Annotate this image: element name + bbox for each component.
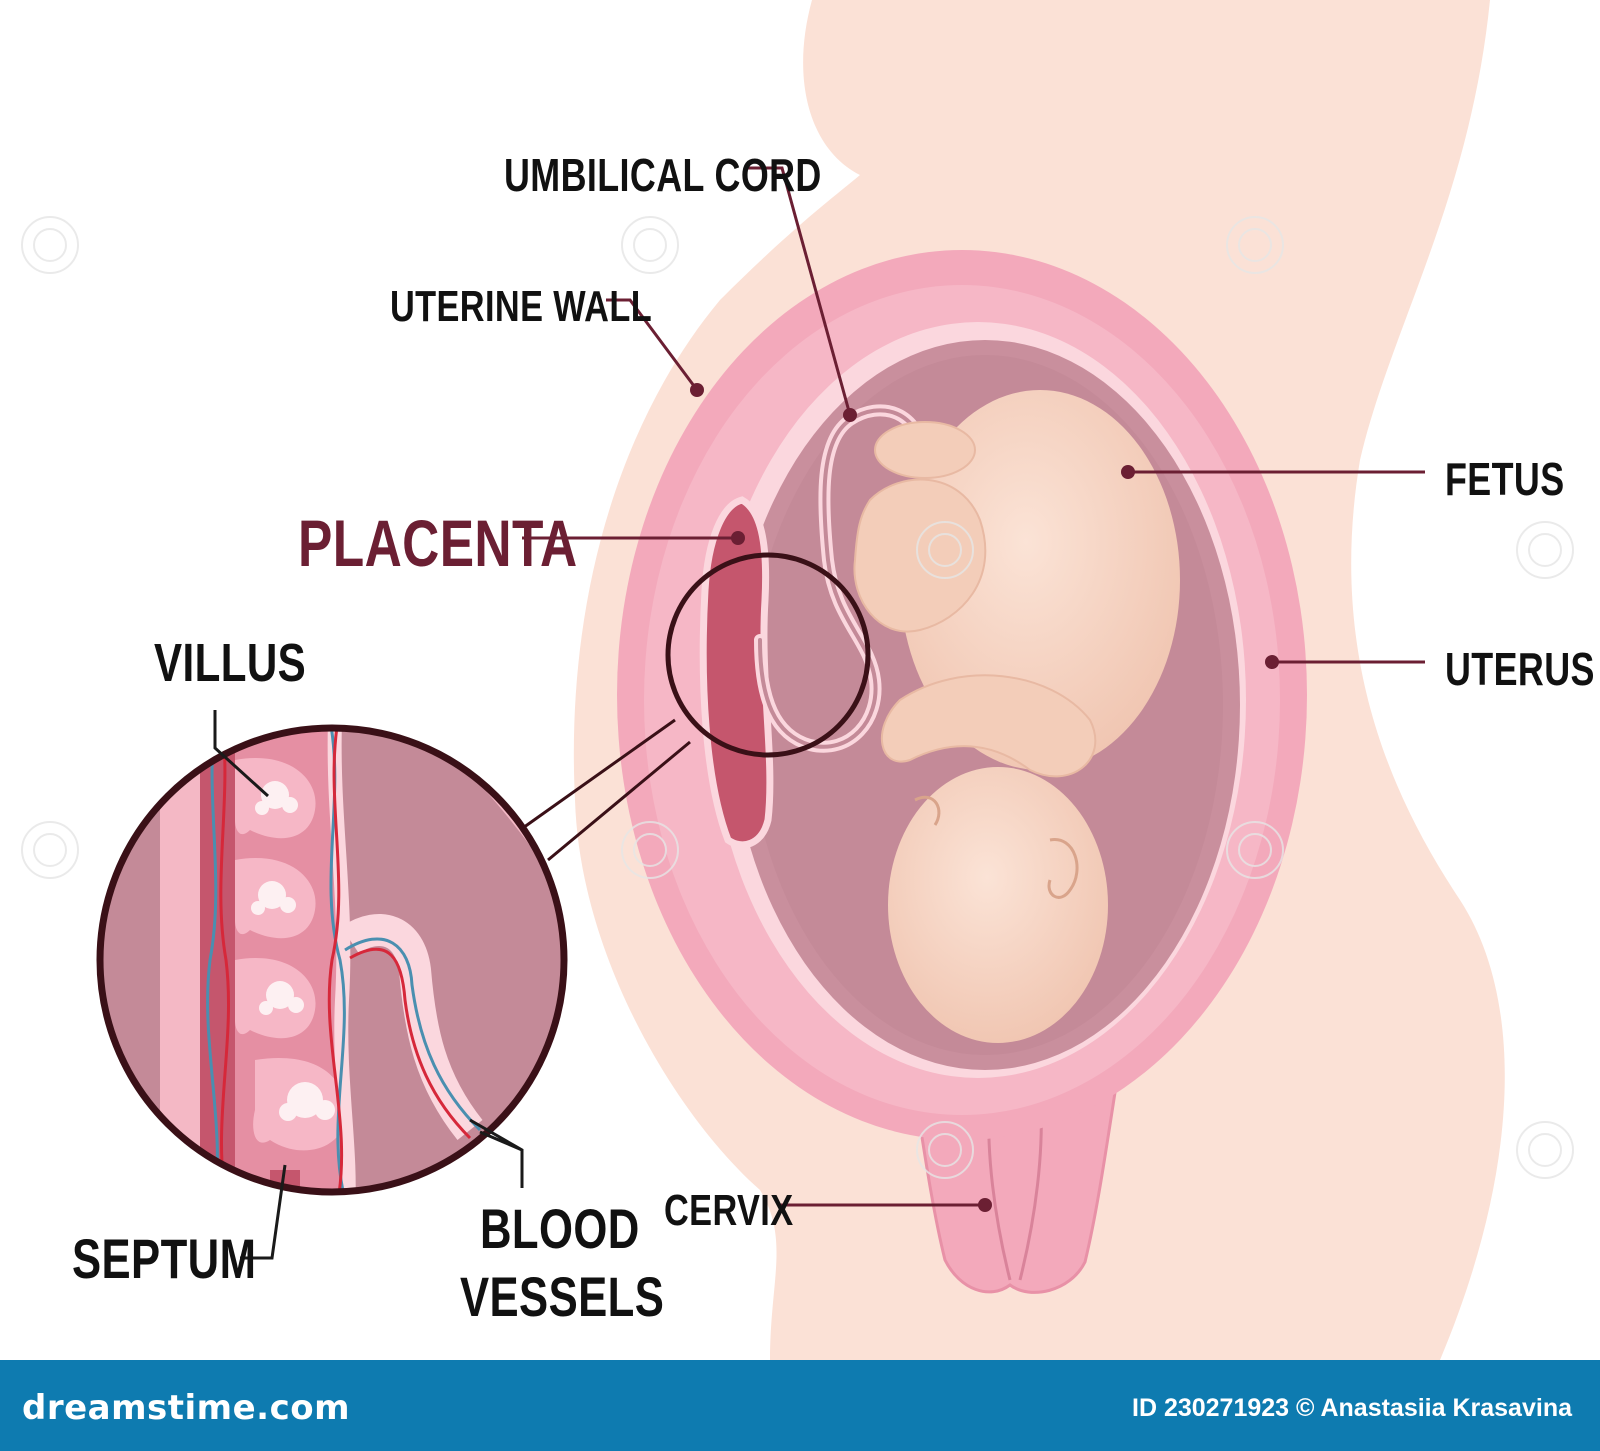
leader-blood-vessels (469, 1118, 524, 1188)
magnifier-connector (519, 718, 691, 862)
placenta-shape (699, 496, 774, 849)
leader-septum (240, 1164, 287, 1260)
leader-umbilical-cord (745, 166, 852, 416)
label-cervix: CERVIX (664, 1186, 794, 1235)
diagram-artwork (21, 0, 1574, 1360)
label-fetus: FETUS (1445, 453, 1565, 505)
fetus-figure (853, 390, 1180, 1043)
fetus-ear (1047, 838, 1079, 899)
watermark (21, 216, 1574, 1179)
fetus-arm (881, 674, 1097, 778)
leader-uterine-wall (606, 298, 699, 391)
label-uterus: UTERUS (1445, 643, 1595, 695)
fetus-leg (853, 478, 987, 633)
leader-dots (690, 383, 1279, 1212)
label-uterine-wall: UTERINE WALL (390, 282, 653, 331)
image-credit: ID 230271923 © Anastasiia Krasavina (1132, 1394, 1572, 1422)
label-vessels: VESSELS (460, 1265, 665, 1328)
fetus-head (888, 767, 1108, 1043)
leader-villus (213, 710, 270, 798)
zoom-detail (100, 728, 564, 1192)
zoom-circle-border (96, 724, 568, 1196)
villus-branches (251, 781, 335, 1121)
zoom-leader-lines (213, 710, 524, 1260)
magnifier-small-circle (665, 552, 871, 758)
label-villus: VILLUS (154, 633, 307, 693)
label-blood: BLOOD (480, 1197, 640, 1260)
anatomy-diagram: UMBILICAL CORD UTERINE WALL PLACENTA VIL… (21, 0, 1595, 1360)
label-umbilical-cord: UMBILICAL CORD (504, 149, 822, 201)
leader-lines (522, 166, 1425, 1207)
footer-bar: dreamstime.com ID 230271923 © Anastasiia… (0, 1360, 1600, 1451)
label-septum: SEPTUM (72, 1227, 257, 1290)
label-placenta: PLACENTA (298, 506, 578, 580)
brand-logo-text[interactable]: dreamstime.com (22, 1388, 351, 1428)
fetus-foot (874, 421, 976, 479)
